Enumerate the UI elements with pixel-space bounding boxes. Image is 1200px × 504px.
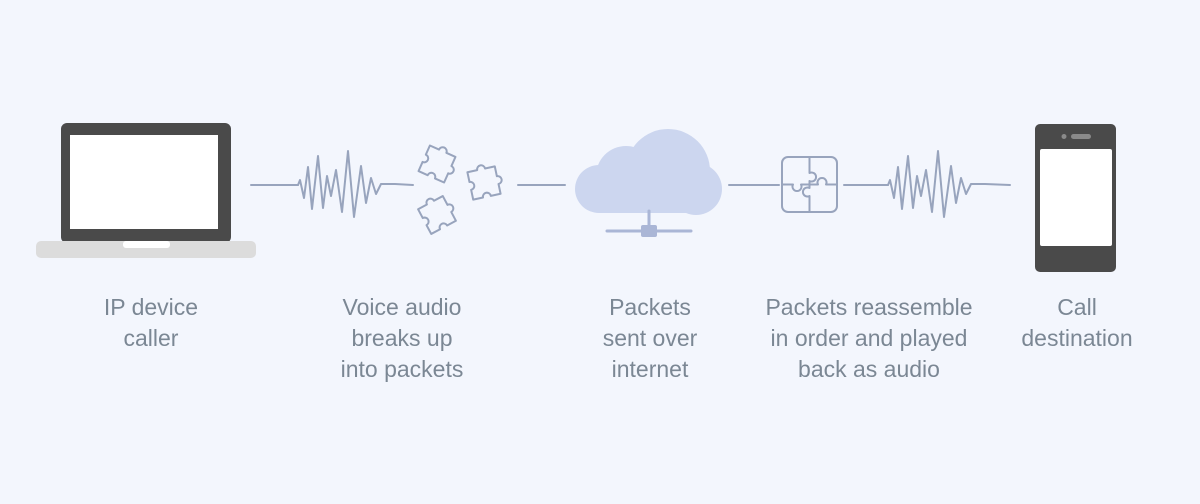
smartphone-icon: [1035, 124, 1116, 272]
step-label-caller: IP device caller: [103, 294, 199, 351]
step-label-reassemble: Packets reassemble in order and played b…: [765, 294, 973, 382]
step-label-internet: Packets sent over internet: [602, 294, 698, 382]
puzzle-pieces-icon: [417, 144, 503, 235]
audio-wave-icon: [297, 150, 414, 218]
network-node: [641, 225, 657, 237]
phone-screen: [1040, 149, 1112, 246]
puzzle-piece: [417, 144, 457, 184]
step-label-packetize: Voice audio breaks up into packets: [340, 294, 464, 382]
phone-camera: [1061, 134, 1067, 139]
audio-wave-icon: [887, 150, 1011, 218]
cloud-network-icon: [575, 129, 722, 237]
puzzle-piece: [417, 195, 457, 235]
cloud-shape: [575, 129, 722, 215]
laptop-screen: [70, 135, 218, 229]
laptop-base: [36, 241, 256, 258]
laptop-icon: [36, 123, 256, 258]
phone-speaker: [1071, 134, 1091, 139]
step-label-destination: Call destination: [1021, 294, 1133, 351]
puzzle-piece: [466, 164, 503, 201]
laptop-notch: [123, 241, 170, 248]
assembled-puzzle-icon: [781, 156, 838, 213]
